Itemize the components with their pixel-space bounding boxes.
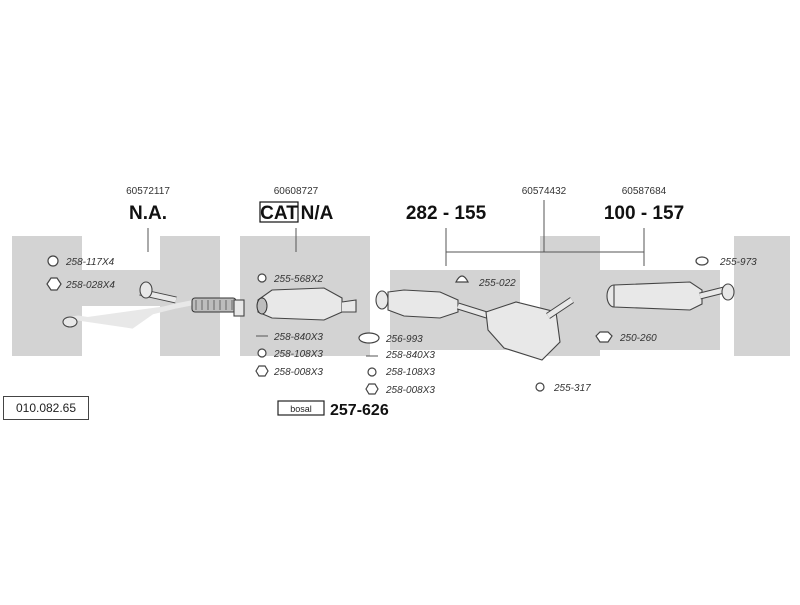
part-258-108X3: 258-108X3 [273, 349, 323, 360]
ring-icon [257, 273, 267, 283]
nut-icon [255, 365, 269, 377]
kit-number: 257-626 [330, 402, 389, 419]
label-282-155: 282 - 155 [406, 203, 487, 224]
part-258-840X3: 258-840X3 [273, 332, 323, 343]
part-258-840X3-b: 258-840X3 [385, 350, 435, 361]
washer-icon [367, 367, 377, 377]
washer-icon [257, 348, 267, 358]
hanger-icon [455, 275, 469, 283]
part-258-008X3-b: 258-008X3 [385, 385, 435, 396]
part-258-117X4: 258-117X4 [65, 257, 115, 268]
gasket-icon [358, 332, 380, 344]
part-250-260: 250-260 [619, 333, 657, 344]
label-cat: CAT [260, 203, 298, 224]
oem-number-4: 60587684 [622, 186, 667, 197]
nut-icon [46, 277, 62, 291]
cat-box [259, 201, 299, 223]
oem-number-1: 60572117 [126, 186, 170, 197]
part-255-973: 255-973 [719, 257, 757, 268]
label-cat-na: N/A [301, 203, 334, 224]
leader-lines [147, 200, 645, 266]
clamp-icon [595, 331, 613, 343]
bosal-box [277, 400, 325, 416]
part-255-022: 255-022 [478, 278, 516, 289]
middle-silencer [375, 289, 574, 361]
label-na: N.A. [129, 203, 167, 224]
catalytic-converter [256, 287, 357, 321]
part-255-568X2: 255-568X2 [273, 274, 323, 285]
front-pipe [62, 281, 245, 329]
part-258-108X3-b: 258-108X3 [385, 367, 435, 378]
hanger-icon [695, 256, 709, 266]
part-258-028X4: 258-028X4 [65, 280, 115, 291]
diagram-reference-code: 010.082.65 [3, 396, 89, 420]
hanger-icon [535, 382, 545, 392]
part-258-008X3: 258-008X3 [273, 367, 323, 378]
ring-icon [47, 255, 59, 267]
part-255-317: 255-317 [553, 383, 591, 394]
part-256-993: 256-993 [385, 334, 423, 345]
label-100-157: 100 - 157 [604, 203, 684, 224]
oem-number-2: 60608727 [274, 186, 319, 197]
rear-silencer [606, 281, 735, 311]
nut-icon [365, 383, 379, 395]
oem-number-3: 60574432 [522, 186, 567, 197]
bosal-logo: bosal [290, 404, 312, 414]
hardware-icons [46, 255, 709, 395]
